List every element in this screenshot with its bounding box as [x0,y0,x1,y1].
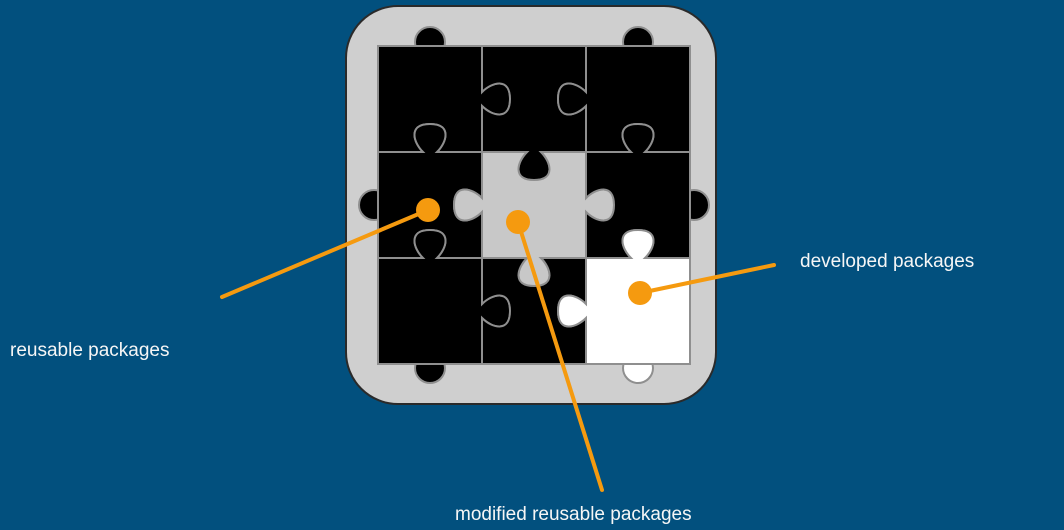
callout-lines [220,198,776,492]
callout-dot-modified [506,210,530,234]
callout-line-developed [638,263,776,295]
puzzle-pieces [377,45,691,365]
callout-line-modified [516,220,604,492]
callout-dot-developed [628,281,652,305]
label-modified-reusable-packages: modified reusable packages [455,504,692,525]
label-reusable-packages: reusable packages [10,340,170,361]
callout-line-reusable [220,208,430,299]
puzzle-piece-developed-r2c2 [556,228,691,365]
label-developed-packages: developed packages [800,251,975,272]
callout-dot-reusable [416,198,440,222]
